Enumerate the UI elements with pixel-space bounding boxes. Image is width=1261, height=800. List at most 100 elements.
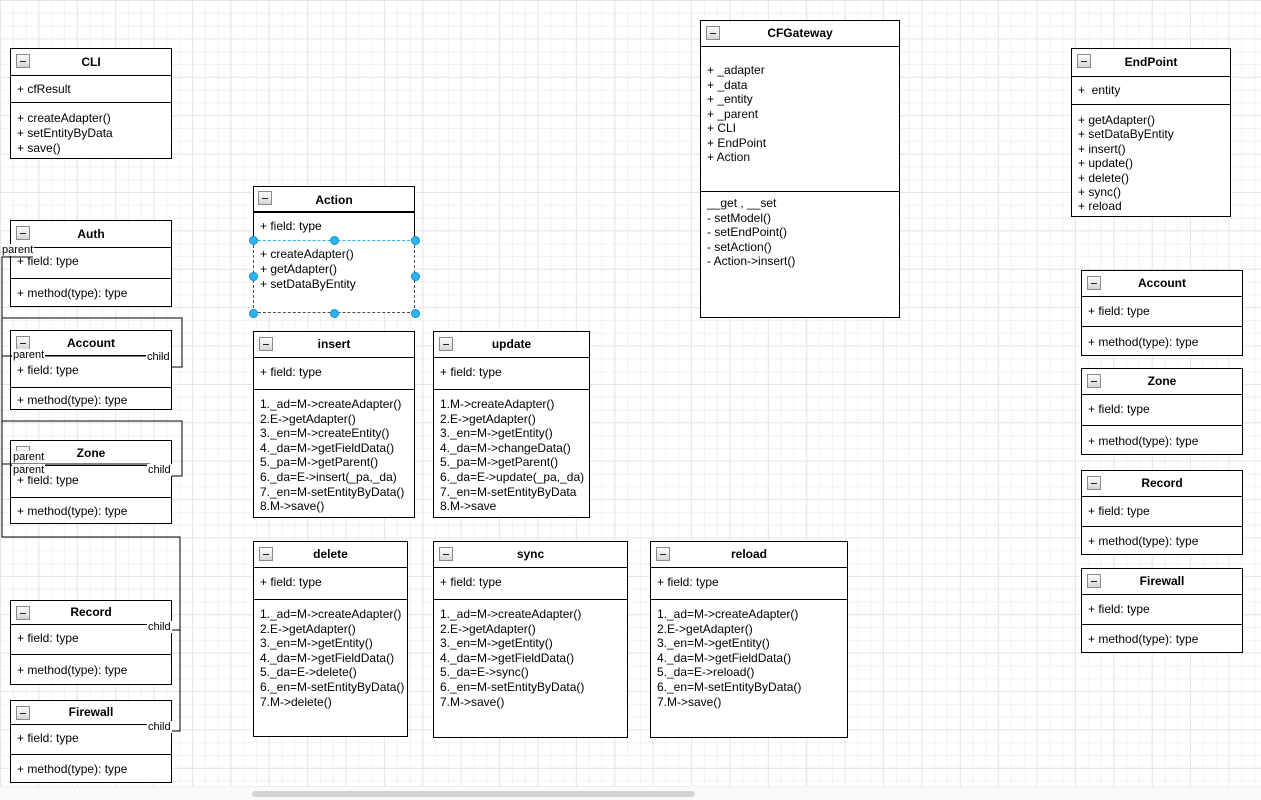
selection-resize-handle[interactable] <box>248 308 258 318</box>
collapse-icon[interactable] <box>259 547 273 561</box>
collapse-icon[interactable] <box>1087 476 1101 490</box>
methods-compartment[interactable]: 1._ad=M->createAdapter()2.E->getAdapter(… <box>651 599 847 739</box>
horizontal-scrollbar-thumb[interactable] <box>252 791 695 797</box>
collapse-icon[interactable] <box>1087 574 1101 588</box>
class-title: reload <box>730 547 767 561</box>
member-line: 2.E->getAdapter() <box>440 621 536 636</box>
fields-compartment[interactable]: + cfResult <box>11 75 171 102</box>
member-line: 1._ad=M->createAdapter() <box>440 607 582 621</box>
fields-compartment[interactable]: + field: type <box>1082 594 1242 624</box>
fields-compartment[interactable]: + field: type <box>253 212 415 240</box>
member-line: + method(type): type <box>17 663 128 677</box>
class-title: Record <box>1141 476 1183 490</box>
member-line: + _adapter <box>707 63 765 77</box>
member-line: + EndPoint <box>707 135 767 150</box>
class-firewall-right[interactable]: Firewall+ field: type+ method(type): typ… <box>1081 568 1243 653</box>
horizontal-scrollbar[interactable] <box>0 786 1261 800</box>
member-line: + method(type): type <box>1088 534 1199 548</box>
fields-compartment[interactable]: + field: type <box>1082 496 1242 526</box>
member-line: 7._en=M-setEntityByData() <box>260 484 405 499</box>
methods-compartment[interactable]: 1._ad=M->createAdapter()2.E->getAdapter(… <box>254 599 407 738</box>
collapse-icon[interactable] <box>16 54 30 68</box>
member-line: 7.M->delete() <box>260 694 332 709</box>
selection-resize-handle[interactable] <box>410 272 420 281</box>
class-cfgateway[interactable]: CFGateway+ _adapter+ _data+ _entity+ _pa… <box>700 20 900 318</box>
class-action[interactable]: Action+ field: type+ createAdapter()+ ge… <box>248 186 420 318</box>
collapse-icon[interactable] <box>439 547 453 561</box>
fields-compartment[interactable]: + field: type <box>254 567 407 599</box>
class-account-right[interactable]: Account+ field: type+ method(type): type <box>1081 270 1243 356</box>
fields-compartment[interactable]: + field: type <box>1082 296 1242 326</box>
fields-compartment[interactable]: + field: type <box>11 247 171 278</box>
member-line: 6._en=M-setEntityByData() <box>657 679 802 694</box>
methods-compartment[interactable]: __get , __set- setModel()- setEndPoint()… <box>701 191 899 319</box>
class-auth[interactable]: Auth+ field: type+ method(type): type <box>10 220 172 307</box>
class-title: delete <box>313 547 348 561</box>
methods-compartment[interactable]: + method(type): type <box>1082 326 1242 357</box>
fields-compartment[interactable]: + entity <box>1072 76 1230 104</box>
class-endpoint[interactable]: EndPoint+ entity+ getAdapter()+ setDataB… <box>1071 48 1231 217</box>
methods-compartment[interactable]: + method(type): type <box>11 278 171 308</box>
methods-compartment[interactable]: + createAdapter()+ setEntityByData+ save… <box>11 102 171 160</box>
collapse-icon[interactable] <box>1087 276 1101 290</box>
methods-compartment[interactable]: + method(type): type <box>1082 526 1242 556</box>
selection-resize-handle[interactable] <box>410 235 420 245</box>
selection-resize-handle[interactable] <box>248 272 258 281</box>
methods-compartment[interactable]: + method(type): type <box>11 387 171 411</box>
collapse-icon[interactable] <box>258 191 272 205</box>
collapse-icon[interactable] <box>16 606 30 620</box>
member-line: 7.M->save() <box>440 694 505 709</box>
member-line: + field: type <box>440 575 502 589</box>
fields-compartment[interactable]: + field: type <box>434 567 627 599</box>
collapse-icon[interactable] <box>656 547 670 561</box>
methods-compartment[interactable]: + getAdapter()+ setDataByEntity+ insert(… <box>1072 104 1230 218</box>
collapse-icon[interactable] <box>1077 54 1091 68</box>
member-line: + CLI <box>707 121 737 135</box>
member-line: 4._da=M->getFieldData() <box>260 440 395 455</box>
methods-compartment[interactable]: + method(type): type <box>1082 425 1242 456</box>
member-line: + field: type <box>260 575 322 589</box>
class-record-left[interactable]: Record+ field: type+ method(type): type <box>10 600 172 685</box>
member-line: + createAdapter() <box>17 111 111 125</box>
class-cli[interactable]: CLI+ cfResult+ createAdapter()+ setEntit… <box>10 48 172 159</box>
collapse-icon[interactable] <box>259 337 273 351</box>
fields-compartment[interactable]: + _adapter+ _data+ _entity+ _parent+ CLI… <box>701 46 899 191</box>
fields-compartment[interactable]: + field: type <box>434 357 589 389</box>
class-record-right[interactable]: Record + field: type + method(type): type <box>1081 470 1243 555</box>
collapse-icon[interactable] <box>1087 374 1101 388</box>
methods-compartment[interactable]: + createAdapter()+ getAdapter()+ setData… <box>253 240 415 313</box>
collapse-icon[interactable] <box>16 336 30 350</box>
methods-compartment[interactable]: + method(type): type <box>11 497 171 525</box>
collapse-icon[interactable] <box>16 226 30 240</box>
methods-compartment[interactable]: + method(type): type <box>11 654 171 686</box>
member-line: - setAction() <box>707 239 772 254</box>
edge-label-child: child <box>147 721 172 733</box>
selection-resize-handle[interactable] <box>329 235 339 245</box>
member-line: 5._pa=M->getParent() <box>260 455 379 470</box>
fields-compartment[interactable]: + field: type <box>254 357 414 389</box>
fields-compartment[interactable]: + field: type <box>1082 394 1242 425</box>
methods-compartment[interactable]: 1._ad=M->createAdapter()2.E->getAdapter(… <box>254 389 414 519</box>
member-line: 1._ad=M->createAdapter() <box>260 397 402 411</box>
methods-compartment[interactable]: 1.M->createAdapter()2.E->getAdapter()3._… <box>434 389 589 519</box>
class-account-left[interactable]: Account+ field: type+ method(type): type <box>10 330 172 410</box>
collapse-icon[interactable] <box>706 26 720 40</box>
methods-compartment[interactable]: 1._ad=M->createAdapter()2.E->getAdapter(… <box>434 599 627 739</box>
class-firewall-left[interactable]: Firewall+ field: type+ method(type): typ… <box>10 700 172 783</box>
collapse-icon[interactable] <box>439 337 453 351</box>
class-zone-right[interactable]: Zone+ field: type+ method(type): type <box>1081 368 1243 455</box>
collapse-icon[interactable] <box>16 706 30 720</box>
selection-resize-handle[interactable] <box>248 235 258 245</box>
fields-compartment[interactable]: + field: type <box>651 567 847 599</box>
selection-resize-handle[interactable] <box>410 308 420 318</box>
selection-resize-handle[interactable] <box>329 308 339 318</box>
methods-compartment[interactable]: + method(type): type <box>1082 624 1242 654</box>
member-line: + update() <box>1078 156 1134 171</box>
methods-compartment[interactable]: + method(type): type <box>11 754 171 784</box>
class-delete[interactable]: delete + field: type 1._ad=M->createAdapte… <box>253 541 408 737</box>
